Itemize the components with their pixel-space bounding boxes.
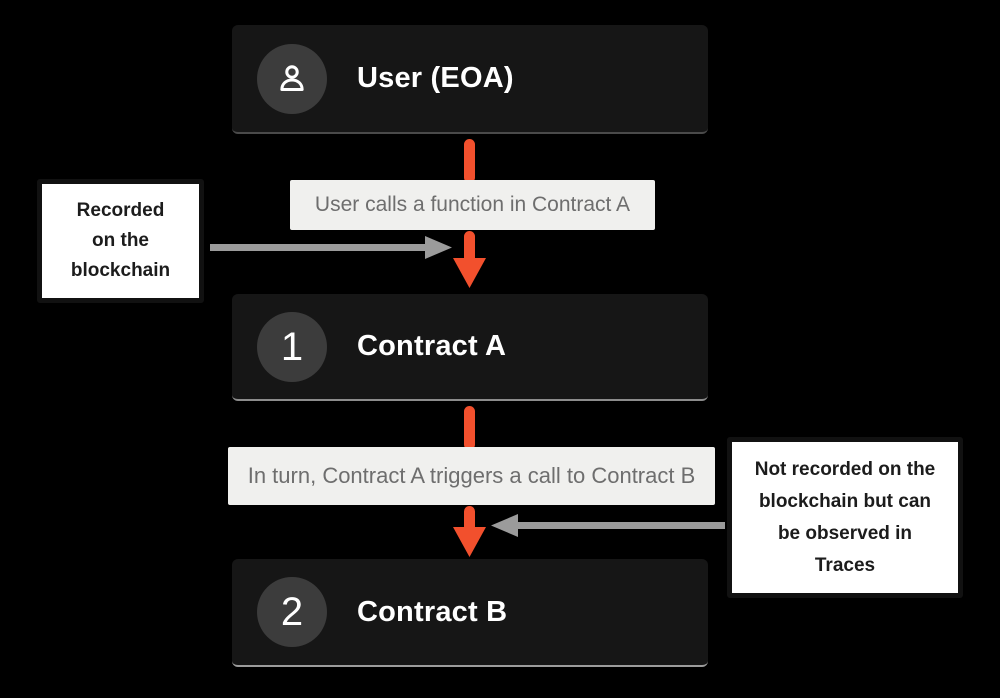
node-contract-b: 2 Contract B	[232, 559, 708, 667]
step-number: 2	[280, 590, 304, 634]
flow-arrow-a-to-b-arrowhead-icon	[453, 527, 486, 557]
node-contract-a-title: Contract A	[357, 330, 507, 362]
node-contract-b-title: Contract B	[357, 595, 508, 628]
edge-label-user-to-a: User calls a function in Contract A	[290, 180, 655, 230]
annotation-arrow-recorded-shaft	[210, 244, 426, 251]
node-user-title: User (EOA)	[357, 62, 514, 94]
node-user-eoa: User (EOA)	[232, 25, 708, 134]
node-contract-a: 1 Contract A	[232, 294, 708, 401]
step-badge-2: 2	[257, 577, 327, 647]
annotation-arrow-left-icon	[491, 514, 518, 537]
flow-arrow-user-to-a-shaft	[464, 231, 475, 263]
avatar	[257, 43, 327, 114]
annotation-arrow-right-icon	[425, 236, 452, 259]
step-number: 1	[280, 324, 304, 369]
flow-arrow-a-to-b-shaft	[464, 506, 475, 532]
flow-arrow-user-to-a-shaft	[464, 139, 475, 183]
step-badge-1: 1	[257, 311, 327, 382]
edge-label-a-to-b: In turn, Contract A triggers a call to C…	[228, 447, 715, 505]
flow-arrow-user-to-a-arrowhead-icon	[453, 258, 486, 288]
note-recorded-on-blockchain: Recorded on the blockchain	[37, 179, 204, 303]
user-icon	[280, 64, 304, 91]
annotation-arrow-traces-shaft	[517, 522, 725, 529]
note-not-recorded-traces: Not recorded on the blockchain but can b…	[727, 437, 963, 598]
flow-arrow-a-to-b-shaft	[464, 406, 475, 450]
